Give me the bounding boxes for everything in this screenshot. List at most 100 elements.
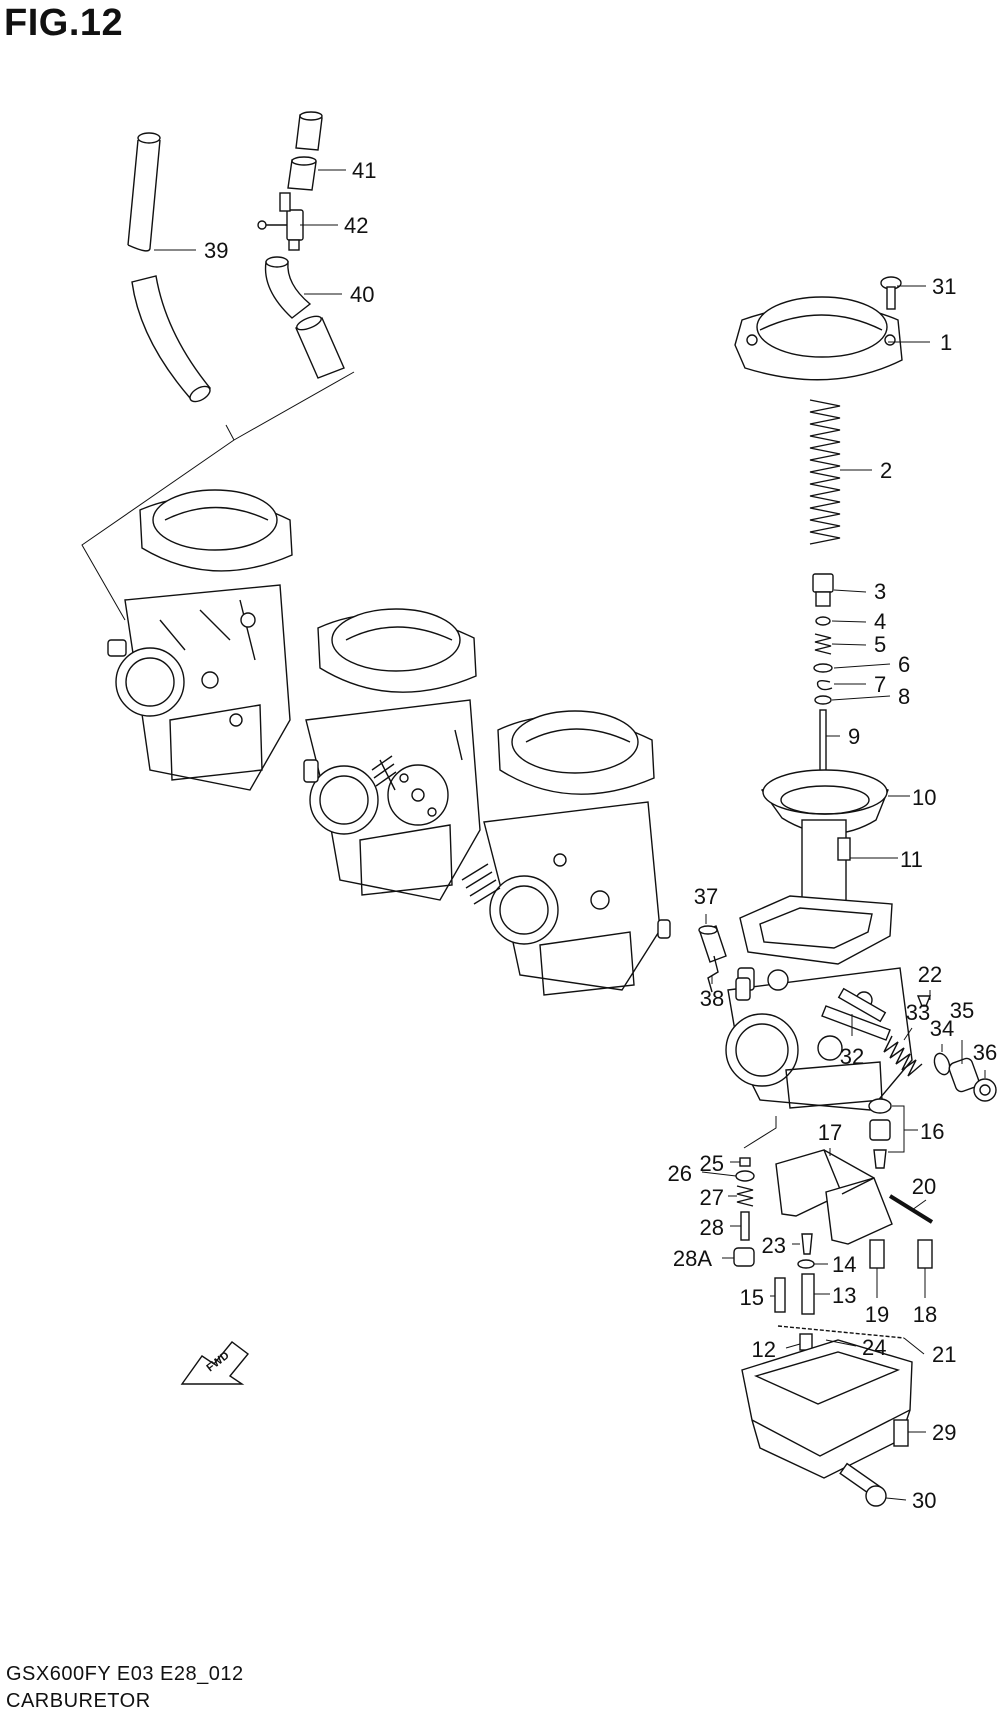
callout-label-36: 36	[973, 1040, 997, 1065]
diaphragm-10	[760, 769, 889, 835]
washer-26	[735, 1170, 755, 1182]
model-code: GSX600FY E03 E28_012	[6, 1663, 244, 1685]
screw-28	[740, 1211, 750, 1241]
callout-label-33: 33	[906, 1000, 930, 1025]
callout-label-37: 37	[694, 884, 718, 909]
o-ring-34	[933, 1052, 951, 1076]
callout-label-34: 34	[930, 1016, 954, 1041]
callout-leader-5	[831, 643, 867, 646]
callout-label-8: 8	[898, 684, 910, 709]
spring-5	[814, 633, 832, 655]
needle-valve-23	[801, 1233, 813, 1255]
hose-39	[127, 132, 212, 403]
screw-30	[839, 1462, 887, 1507]
callout-label-22: 22	[918, 962, 942, 987]
screw-29	[893, 1419, 909, 1447]
callout-label-10: 10	[912, 785, 936, 810]
callout-label-2: 2	[880, 458, 892, 483]
main-jet-13	[801, 1273, 815, 1315]
screw-35	[948, 1057, 980, 1093]
callout-label-32: 32	[840, 1044, 864, 1069]
callout-label-24: 24	[862, 1335, 886, 1360]
valve-16	[868, 1098, 905, 1169]
o-ring-14	[797, 1259, 815, 1269]
callout-label-38: 38	[700, 986, 724, 1011]
callout-leader-21	[903, 1337, 925, 1355]
callout-label-13: 13	[832, 1283, 856, 1308]
screw-25	[739, 1157, 751, 1167]
e-clip-7	[816, 679, 833, 691]
callout-leader-6	[833, 663, 891, 669]
callout-leader-26	[701, 1171, 737, 1177]
carburetor-body-2	[303, 608, 481, 901]
callout-label-4: 4	[874, 609, 886, 634]
callout-label-27: 27	[700, 1185, 724, 1210]
hose-41	[287, 111, 323, 191]
plug-28a	[733, 1247, 755, 1267]
joint-42	[257, 192, 304, 251]
carburetor-body-1	[107, 489, 293, 791]
carburetor-body-main	[725, 895, 913, 1111]
jet-15	[774, 1277, 786, 1313]
spring-33	[883, 1035, 923, 1077]
figure-title: FIG.12	[4, 2, 124, 44]
callout-label-15: 15	[740, 1285, 764, 1310]
hose-40	[264, 256, 345, 379]
callout-label-16: 16	[920, 1119, 944, 1144]
callout-leader-24	[825, 1339, 857, 1347]
callout-label-3: 3	[874, 579, 886, 604]
callout-label-28: 28	[700, 1215, 724, 1240]
cap-36	[973, 1078, 997, 1102]
fitting-19	[869, 1239, 885, 1269]
callout-leader-12	[785, 1343, 801, 1349]
callout-label-28a: 28A	[673, 1246, 712, 1271]
hose-routing-line	[81, 371, 355, 621]
screw-31	[880, 276, 902, 310]
callout-label-14: 14	[832, 1252, 856, 1277]
float-chamber-leader	[743, 1116, 777, 1149]
callout-label-42: 42	[344, 213, 368, 238]
fitting-18	[917, 1239, 933, 1269]
callout-label-40: 40	[350, 282, 374, 307]
callout-label-21: 21	[932, 1342, 956, 1367]
callout-leader-33	[903, 1027, 913, 1041]
fwd-arrow-icon: FWD	[180, 1341, 250, 1385]
callout-leader-30	[885, 1497, 907, 1501]
float-17	[775, 1149, 893, 1245]
callout-label-7: 7	[874, 672, 886, 697]
callout-label-17: 17	[818, 1120, 842, 1145]
spring-27	[736, 1185, 754, 1207]
callout-leader-20	[911, 1199, 927, 1211]
callout-label-19: 19	[865, 1302, 889, 1327]
jet-12	[799, 1333, 813, 1351]
piston-valve-11	[801, 819, 851, 908]
pin-20	[888, 1194, 934, 1224]
callout-label-9: 9	[848, 724, 860, 749]
callout-label-20: 20	[912, 1174, 936, 1199]
carburetor-body-3	[461, 710, 671, 996]
callout-label-12: 12	[752, 1337, 776, 1362]
callout-label-23: 23	[762, 1233, 786, 1258]
callout-label-5: 5	[874, 632, 886, 657]
callout-label-31: 31	[932, 274, 956, 299]
washer-6	[813, 663, 833, 673]
callout-leader-3	[833, 589, 867, 593]
o-ring-4	[815, 616, 831, 626]
callout-label-26: 26	[668, 1161, 692, 1186]
screw-22	[916, 995, 932, 1007]
callout-label-35: 35	[950, 998, 974, 1023]
screw-32	[837, 987, 887, 1023]
spring-2	[809, 399, 841, 545]
needle-holder-3	[812, 573, 834, 607]
section-name: CARBURETOR	[6, 1690, 151, 1712]
cap-37	[698, 925, 727, 963]
callout-label-30: 30	[912, 1488, 936, 1513]
top-cap-1	[734, 296, 903, 381]
callout-label-39: 39	[204, 238, 228, 263]
callout-leader-4	[831, 620, 867, 623]
callout-label-41: 41	[352, 158, 376, 183]
gasket-24	[777, 1325, 905, 1339]
callout-label-1: 1	[940, 330, 952, 355]
